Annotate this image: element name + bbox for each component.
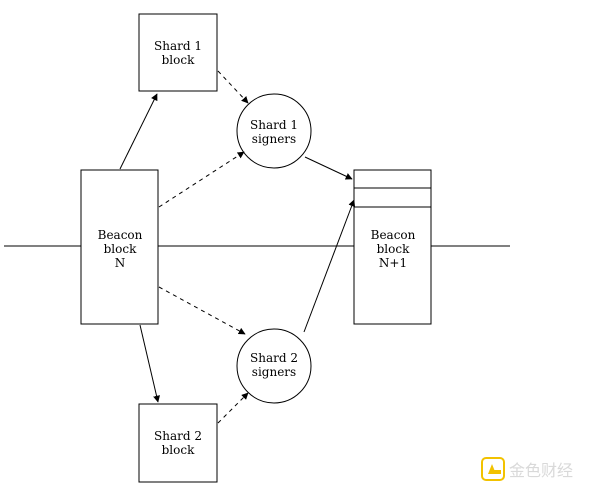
edge-beacon-n-to-shard1-block (119, 93, 158, 170)
beacon-block-n1-node: Beacon block N+1 (353, 169, 432, 325)
shard2-block-node: Shard 2 block (138, 403, 218, 483)
shard2-signers-label-2: signers (252, 365, 296, 379)
beacon-n-label-2: block (104, 242, 137, 256)
edge-shard1-signers-to-beacon-n1 (304, 156, 353, 180)
shard2-signers-label-1: Shard 2 (250, 351, 298, 365)
shard2-block-label-2: block (162, 443, 195, 457)
edge-shard2-block-to-shard2-signers (217, 392, 249, 424)
beacon-block-n-node: Beacon block N (80, 169, 159, 325)
edge-beacon-n-to-shard1-signers (158, 151, 245, 208)
shard2-block-label-1: Shard 2 (154, 429, 202, 443)
shard1-signers-node: Shard 1 signers (236, 93, 312, 169)
edge-shard1-block-to-shard1-signers (217, 70, 249, 104)
shard1-block-label-2: block (162, 53, 195, 67)
beacon-n-label-1: Beacon (98, 228, 143, 242)
beacon-n1-label-3: N+1 (379, 256, 407, 270)
edge-beacon-n-to-shard2-block (139, 324, 160, 403)
watermark-text: 金色财经 (509, 461, 573, 480)
edge-beacon-n-to-shard2-signers (158, 286, 246, 335)
shard1-signers-label-1: Shard 1 (250, 118, 298, 132)
beacon-n-label-3: N (115, 256, 126, 270)
shard2-signers-node: Shard 2 signers (236, 328, 312, 404)
beacon-n1-label-1: Beacon (371, 228, 416, 242)
shard1-block-node: Shard 1 block (138, 13, 218, 92)
watermark: 金色财经 (481, 457, 573, 481)
beacon-n1-label-2: block (377, 242, 410, 256)
watermark-logo-icon (481, 457, 505, 481)
shard1-signers-label-2: signers (252, 132, 296, 146)
shard1-block-label-1: Shard 1 (154, 39, 202, 53)
edge-shard2-signers-to-beacon-n1 (303, 199, 356, 333)
